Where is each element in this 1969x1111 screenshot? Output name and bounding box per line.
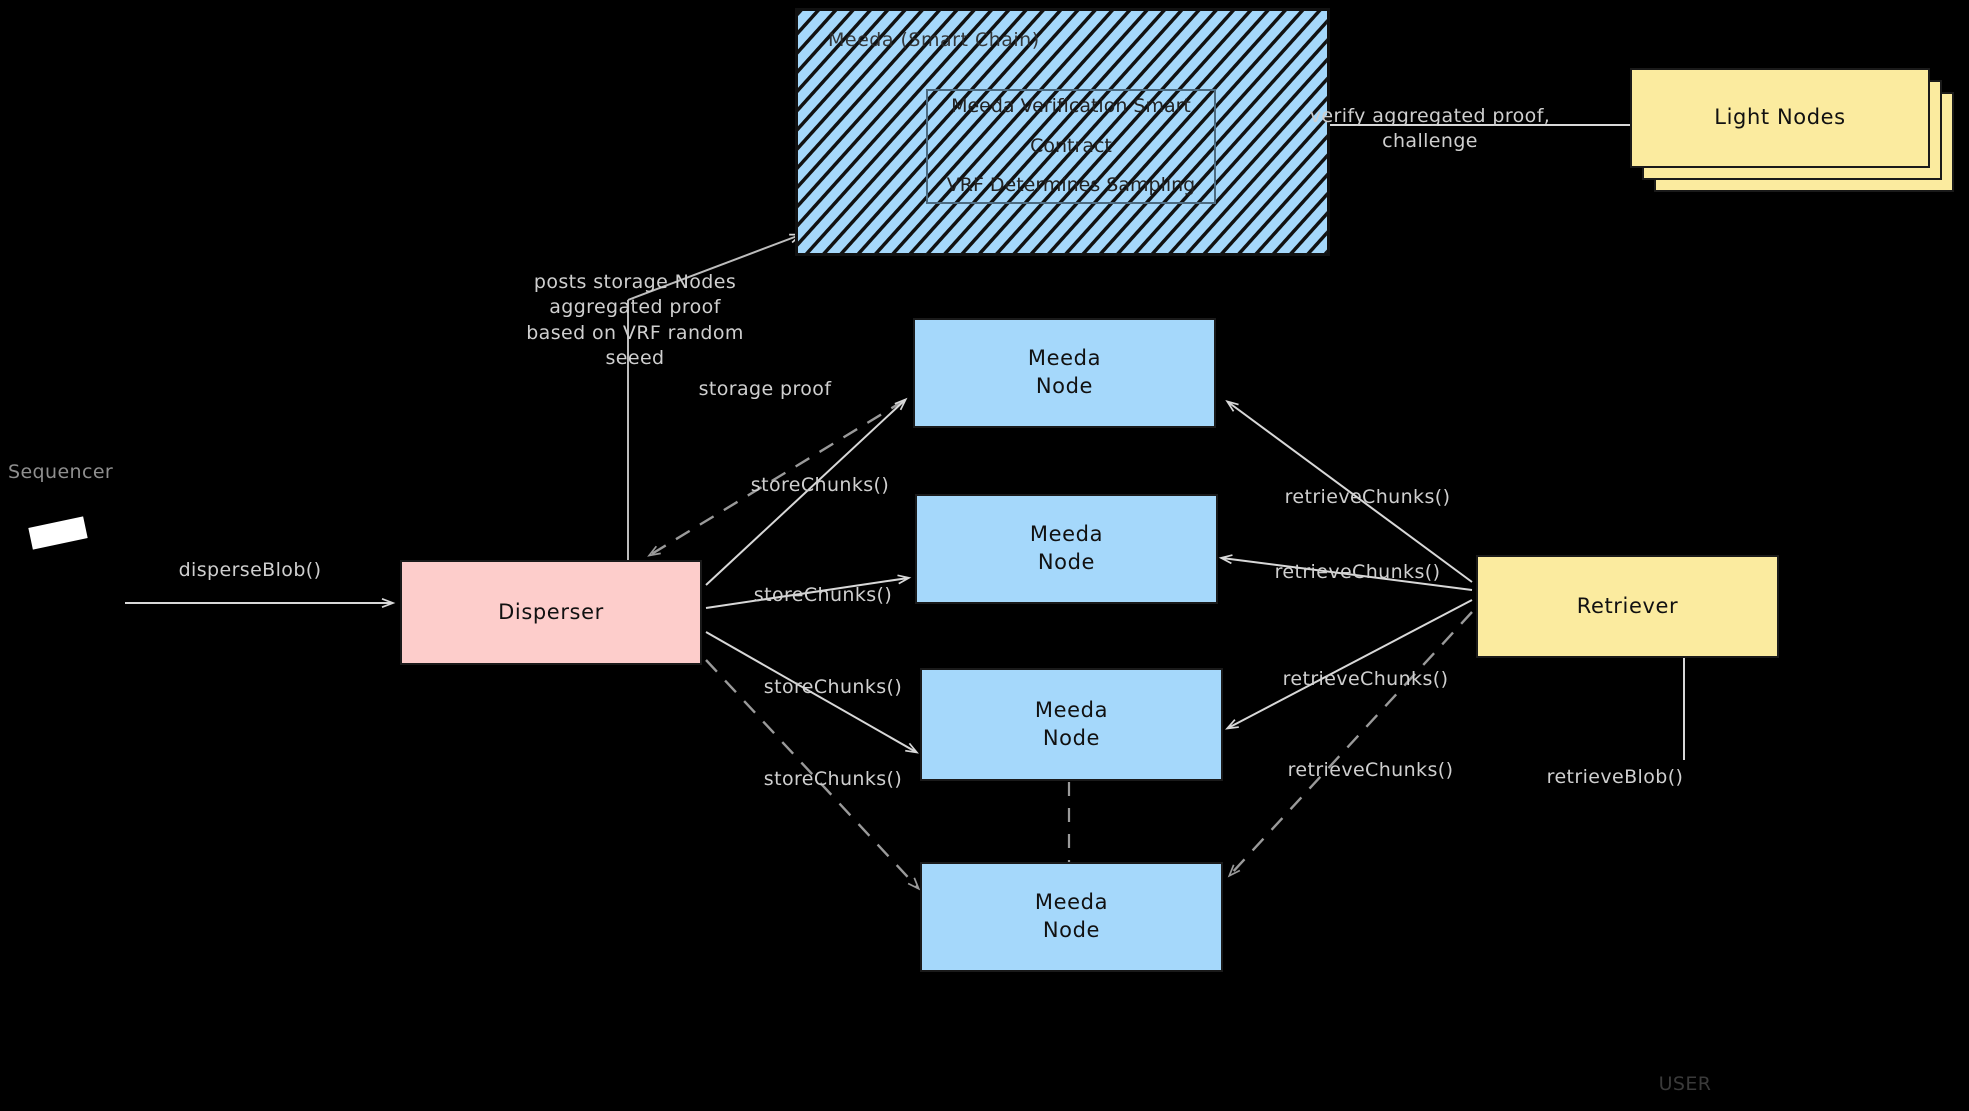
edge-label-verify-aggregated: verify aggregated proof, challenge [1309, 105, 1551, 153]
disperser-box[interactable]: Disperser [400, 560, 702, 665]
meeda-node-2-label: Meeda Node [1029, 522, 1104, 574]
edge-label-retrieve-blob: retrieveBlob() [1546, 766, 1684, 788]
meeda-node-3-label: Meeda Node [1034, 697, 1109, 750]
user-label: USER [1658, 1073, 1712, 1095]
disperser-label: Disperser [498, 599, 604, 624]
edge-label-retrieve-chunks-4: retrieveChunks() [1287, 759, 1454, 781]
meeda-node-3[interactable]: Meeda Node [920, 668, 1223, 781]
edge-label-store-chunks-1: storeChunks() [750, 474, 890, 496]
sequencer-icon [28, 516, 88, 550]
meeda-node-2[interactable]: Meeda Node [915, 494, 1218, 604]
edge-label-storage-proof: storage proof [698, 378, 832, 400]
smart-chain-title: Meeda (Smart Chain) [828, 29, 1040, 51]
meeda-node-4-label: Meeda Node [1034, 890, 1109, 942]
edge-label-retrieve-chunks-2: retrieveChunks() [1274, 561, 1441, 583]
meeda-node-1-label: Meeda Node [1027, 346, 1102, 398]
hatch-pattern-fill [798, 11, 1327, 253]
smart-chain-box[interactable]: Meeda (Smart Chain) Meeda Verification S… [795, 8, 1330, 256]
retriever-label: Retriever [1576, 593, 1679, 618]
light-nodes-label: Light Nodes [1714, 105, 1846, 130]
retriever-box[interactable]: Retriever [1476, 555, 1779, 658]
contract-line-3: VRF Determines Sampling [946, 174, 1196, 197]
edge-label-store-chunks-3: storeChunks() [763, 676, 903, 698]
edge-label-posts-proof: posts storage Nodes aggregated proof bas… [526, 271, 744, 370]
verification-contract-box[interactable]: Meeda Verification Smart Contract VRF De… [926, 89, 1216, 204]
edge-label-retrieve-chunks-3: retrieveChunks() [1282, 668, 1449, 690]
meeda-node-4[interactable]: Meeda Node [920, 862, 1223, 972]
edge-label-store-chunks-2: storeChunks() [753, 584, 893, 606]
light-nodes-stack[interactable]: Light Nodes [1630, 68, 1960, 193]
contract-line-2: Contract [1030, 134, 1112, 157]
edge-label-retrieve-chunks-1: retrieveChunks() [1284, 486, 1451, 508]
edge-label-disperse-blob: disperseBlob() [178, 559, 322, 581]
sequencer-label: Sequencer [8, 461, 114, 483]
contract-line-1: Meeda Verification Smart [951, 95, 1191, 118]
meeda-node-1[interactable]: Meeda Node [913, 318, 1216, 428]
light-nodes-box[interactable]: Light Nodes [1630, 68, 1930, 168]
edge-label-store-chunks-4: storeChunks() [763, 768, 903, 790]
